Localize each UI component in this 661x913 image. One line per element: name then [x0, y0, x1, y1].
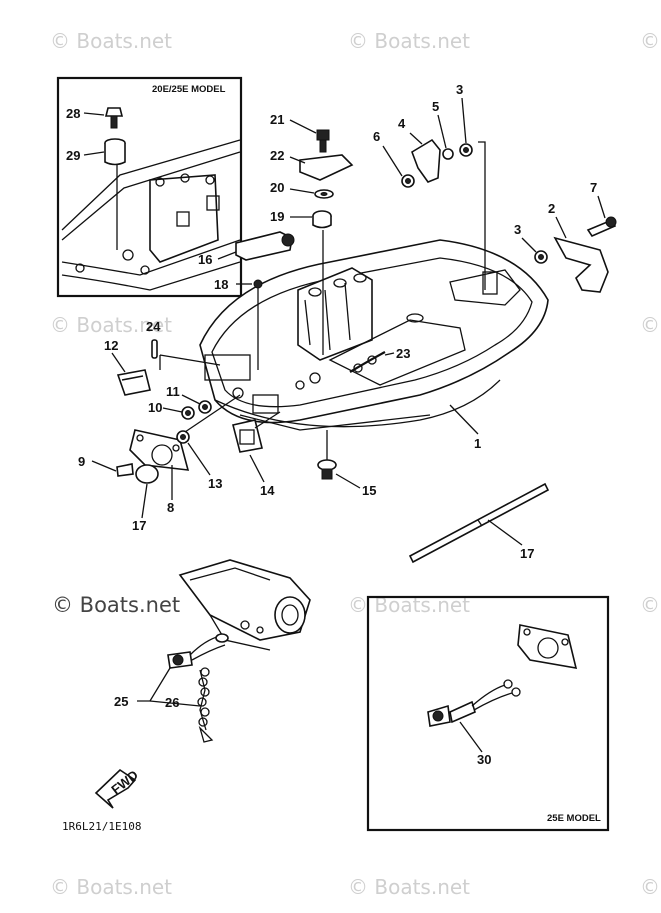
- parts-2-3-6: 2 3 7: [514, 180, 617, 293]
- callout-14: 17: [132, 518, 146, 533]
- callout-30: 29: [66, 148, 80, 163]
- watermark: © Boats.net: [348, 29, 470, 53]
- part-24: 23: [349, 346, 410, 373]
- watermark: © Boats.net: [50, 875, 172, 899]
- callout-10: 13: [208, 476, 222, 491]
- callout-3b: 3: [514, 222, 521, 237]
- callout-8: 8: [167, 500, 174, 515]
- part-17: 16: [198, 231, 295, 267]
- diagram-code: 1R6L21/1E108: [62, 820, 141, 833]
- callout-11: 10: [148, 400, 162, 415]
- callout-19: 18: [214, 277, 228, 292]
- callout-16: 15: [362, 483, 376, 498]
- callout-4: 4: [398, 116, 406, 131]
- part-19: 18: [214, 277, 263, 370]
- part-18: 17: [408, 482, 550, 564]
- callout-24: 23: [396, 346, 410, 361]
- watermark: © Boats.net: [640, 593, 661, 617]
- fwd-arrow-icon: FWD: [94, 767, 141, 809]
- callout-6: 7: [590, 180, 597, 195]
- inset-title: 25E MODEL: [547, 813, 601, 824]
- callout-13: 12: [104, 338, 118, 353]
- callout-3a: 3: [456, 82, 463, 97]
- callout-2: 2: [548, 201, 555, 216]
- callout-26: 25: [114, 694, 128, 709]
- inset-20e-25e: 20E/25E MODEL 28 29: [56, 76, 243, 298]
- callout-18: 17: [520, 546, 534, 561]
- watermark: © Boats.net: [640, 875, 661, 899]
- parts-8-9-10-14: 9 17 8 13: [78, 394, 241, 533]
- parts-3-4-5-7: 6 4 5 3: [373, 82, 486, 290]
- callout-1: 1: [474, 436, 481, 451]
- callout-25: 24: [146, 319, 161, 334]
- part-15: 14: [232, 411, 281, 498]
- callout-29: 28: [66, 106, 80, 121]
- callout-15: 14: [260, 483, 275, 498]
- watermark: © Boats.net: [50, 313, 172, 337]
- parts-13-25: 24 12: [104, 319, 161, 396]
- part-16: 15: [317, 430, 376, 498]
- callout-23: 22: [270, 148, 284, 163]
- callout-22: 21: [270, 112, 284, 127]
- callout-27: 26: [165, 695, 179, 710]
- watermark-prominent: © Boats.net: [52, 593, 180, 617]
- callout-17: 16: [198, 252, 212, 267]
- inset-title: 20E/25E MODEL: [152, 84, 226, 95]
- watermark: © Boats.net: [50, 29, 172, 53]
- kill-switch-assembly: 25 26: [114, 559, 311, 743]
- callout-28: 30: [477, 752, 491, 767]
- callout-20: 19: [270, 209, 284, 224]
- callout-7: 6: [373, 129, 380, 144]
- parts-11-12: 11 10: [148, 384, 212, 420]
- inset-25e: 25E MODEL 30: [366, 595, 610, 832]
- bottom-cowling: [159, 239, 549, 431]
- watermark: © Boats.net: [348, 875, 470, 899]
- watermark: © Boats.net: [640, 29, 661, 53]
- callout-12: 11: [166, 384, 180, 399]
- fwd-label: FWD: [108, 767, 141, 797]
- callout-5: 5: [432, 99, 439, 114]
- parts-20-23: 21 22 20 19: [270, 112, 354, 355]
- watermark: © Boats.net: [640, 313, 661, 337]
- callout-21: 20: [270, 180, 284, 195]
- callout-9: 9: [78, 454, 85, 469]
